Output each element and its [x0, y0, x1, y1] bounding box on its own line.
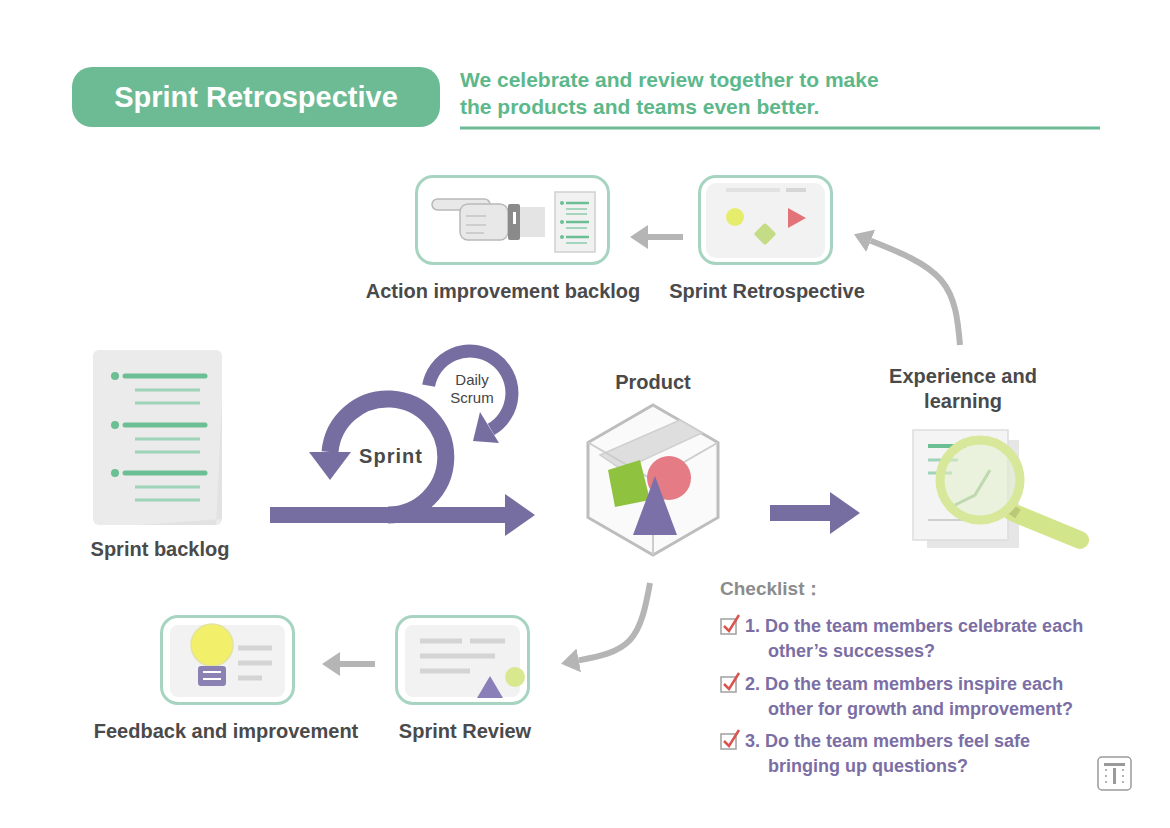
subtitle-rule	[460, 127, 1100, 130]
review-board-icon	[405, 625, 525, 698]
node-label: Sprint Retrospective	[669, 279, 865, 304]
node-label: Feedback and improvement	[94, 719, 359, 744]
corner-logo	[1098, 757, 1131, 790]
retrospective-box: Sprint Retrospective	[698, 175, 833, 265]
flow-arrow	[770, 505, 830, 521]
sprint-loop	[309, 399, 446, 515]
checklist-item: 3. Do the team members feel safe bringin…	[745, 729, 1105, 779]
pointing-hand-icon	[432, 199, 545, 240]
backlog-document: Sprint backlog	[93, 350, 222, 525]
checklist-item: 2. Do the team members inspire each othe…	[745, 672, 1105, 722]
product-cube	[588, 405, 718, 555]
review-box: Sprint Review	[395, 615, 530, 705]
node-label: Action improvement backlog	[366, 279, 641, 304]
learning-magnifier: Experience and learning	[905, 428, 1095, 553]
sprint-backlog-document	[93, 350, 222, 525]
node-label: Product	[615, 370, 691, 395]
loop-label: Daily Scrum	[441, 371, 503, 407]
backlog-document-icon	[555, 192, 595, 252]
flow-arrow	[270, 507, 505, 523]
magnifier-documents	[913, 430, 1080, 548]
lightbulb-icon	[170, 624, 285, 697]
flow-arrow	[340, 661, 375, 667]
node-label: Experience and learning	[888, 364, 1038, 414]
title-pill: Sprint Retrospective	[72, 67, 440, 127]
flow-arrow	[579, 583, 650, 660]
retrospective-board-icon	[706, 183, 825, 258]
feedback-box: Feedback and improvement	[160, 615, 295, 705]
node-label: Sprint Review	[399, 719, 531, 744]
flow-arrow	[871, 241, 960, 345]
node-label: Sprint backlog	[91, 537, 230, 562]
flow-arrow	[648, 234, 683, 240]
checklist-item: 1. Do the team members celebrate each ot…	[745, 614, 1105, 664]
loop-label: Sprint	[359, 444, 423, 468]
checkbox-icons	[721, 615, 739, 749]
daily-scrum-loop	[429, 351, 512, 443]
checklist-heading: Checklist：	[720, 577, 823, 601]
subtitle: We celebrate and review together to make…	[460, 66, 905, 120]
product-cube: Product	[590, 402, 716, 558]
improvement-backlog-box: Action improvement backlog	[415, 175, 610, 265]
